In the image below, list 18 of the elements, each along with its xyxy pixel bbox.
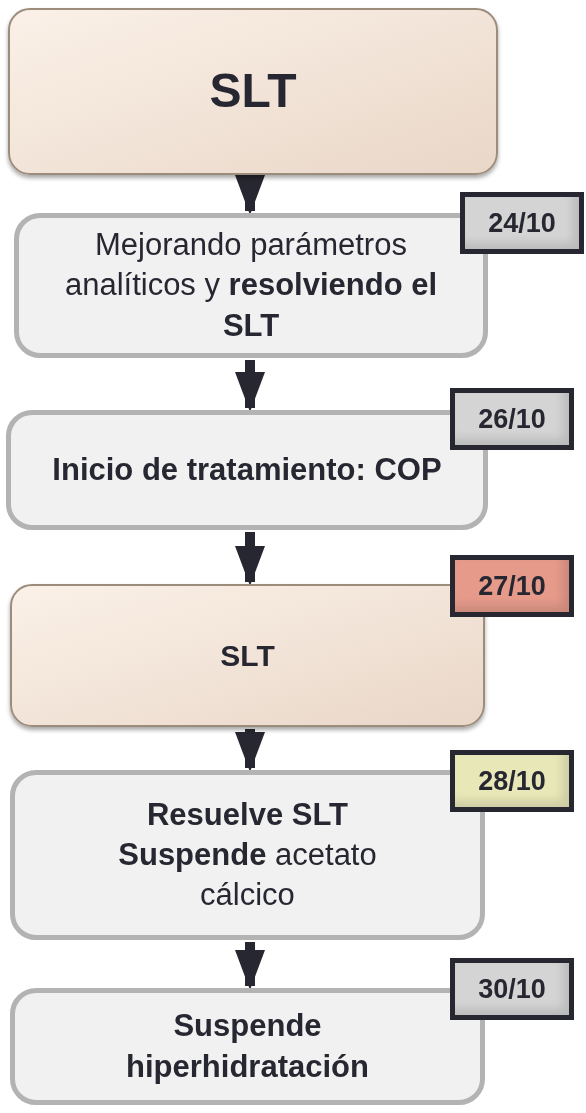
- date-badge: 30/10: [450, 958, 574, 1020]
- arrow: [235, 729, 265, 772]
- arrow: [235, 175, 265, 215]
- date-badge: 26/10: [450, 388, 574, 450]
- box-text: Inicio de tratamiento: COP: [52, 450, 442, 489]
- date-badge: 24/10: [460, 192, 584, 254]
- arrow: [235, 532, 265, 586]
- date-badge: 28/10: [450, 750, 574, 812]
- process-box: [14, 213, 488, 358]
- box-text: SLT: [209, 63, 297, 120]
- box-text: SLT: [220, 638, 275, 674]
- date-badge: 27/10: [450, 555, 574, 617]
- box-text: Suspende hiperhidratación: [125, 1007, 370, 1086]
- box-text: Resuelve SLT Suspende acetato cálcico: [117, 795, 378, 915]
- arrow: [235, 942, 265, 990]
- arrow: [235, 360, 265, 412]
- box-text: Mejorando parámetros analíticos y resolviendo el SLT: [63, 226, 439, 345]
- highlight-box: [8, 8, 498, 175]
